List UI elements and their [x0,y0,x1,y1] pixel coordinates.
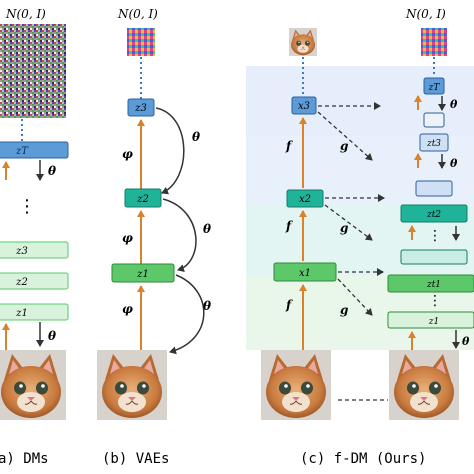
node-z1-label: z1 [136,269,149,280]
node-z1 [387,311,474,329]
decoder-arrow [162,198,197,273]
node-zt1 [387,274,474,293]
theta-label: θ [450,157,458,170]
panel-fdm: N(0, I) x3 x2 x1 f f f g g g zT θ [246,7,474,467]
vdots: ⋮ [18,196,36,217]
node-zT [0,141,69,159]
dashed-arrow [337,278,373,316]
node-z3-label: z3 [15,246,28,257]
node-z2 [0,272,69,290]
vdots: ⋮ [428,293,442,309]
node-x3 [291,96,317,115]
theta-label: θ [203,222,211,236]
node-z1 [111,263,175,283]
node-zt3 [419,133,449,152]
phi-label: φ [122,231,133,245]
node-empty [423,112,445,128]
theta-label: θ [462,335,470,348]
node-x3-label: x3 [298,101,310,112]
node-x1-label: x1 [299,268,311,279]
noise-image [421,28,447,56]
node-zt2 [400,204,468,223]
caption-b: (b) VAEs [102,451,169,467]
theta-label: θ [192,130,200,144]
theta-label: θ [48,329,56,343]
node-z1 [0,303,69,321]
node-z2-label: z2 [15,277,28,288]
decoder-arrow [169,274,205,355]
theta-label: θ [203,299,211,313]
prior-label-c: N(0, I) [405,7,446,21]
node-zT-label: zT [15,146,29,157]
cat-photo [96,349,168,421]
panel-dms: N(0, I) zT θ ⋮ z3 z2 z1 θ a) DMs [0,7,69,467]
node-zt2-label: zt2 [426,210,441,220]
node-x2-label: x2 [299,194,311,205]
node-z1-label: z1 [15,308,28,319]
panel-vaes: N(0, I) z3 φ θ z2 φ θ z1 φ θ (b) VAEs [96,7,211,467]
prior-label-a: N(0, I) [5,7,46,21]
theta-label: θ [48,164,56,178]
node-z3 [0,241,69,259]
phi-label: φ [122,302,133,316]
node-zt3-label: zt3 [426,139,441,149]
f-label: f [285,219,293,233]
node-x1 [273,262,337,282]
node-x2 [286,189,324,208]
g-label: g [340,303,348,317]
node-zt1-label: zt1 [426,280,441,290]
phi-label: φ [122,147,133,161]
theta-label: θ [450,98,458,111]
dashed-arrow [324,204,373,241]
node-z3-label: z3 [134,103,147,114]
cat-photo [260,349,332,421]
vdots: ⋮ [428,228,442,244]
prior-label-b: N(0, I) [117,7,158,21]
f-label: f [285,139,293,153]
cat-photo [0,349,67,421]
node-empty [415,180,453,197]
f-label: f [285,298,293,312]
decoder-arrow [155,107,185,195]
node-z2 [124,188,162,208]
cat-photo [388,349,460,421]
caption-a: a) DMs [0,451,49,467]
node-z2-label: z2 [136,194,149,205]
noise-image [0,24,66,118]
caption-c: (c) f-DM (Ours) [300,451,426,467]
cat-thumbnail [289,28,317,56]
node-z1-label: z1 [428,317,439,327]
node-zT-label: zT [428,83,441,93]
node-zT [423,77,445,95]
g-label: g [340,139,348,153]
dashed-arrow [317,111,373,161]
noise-image [127,28,155,56]
node-z3 [127,98,155,117]
node-empty [400,249,468,265]
g-label: g [340,221,348,235]
